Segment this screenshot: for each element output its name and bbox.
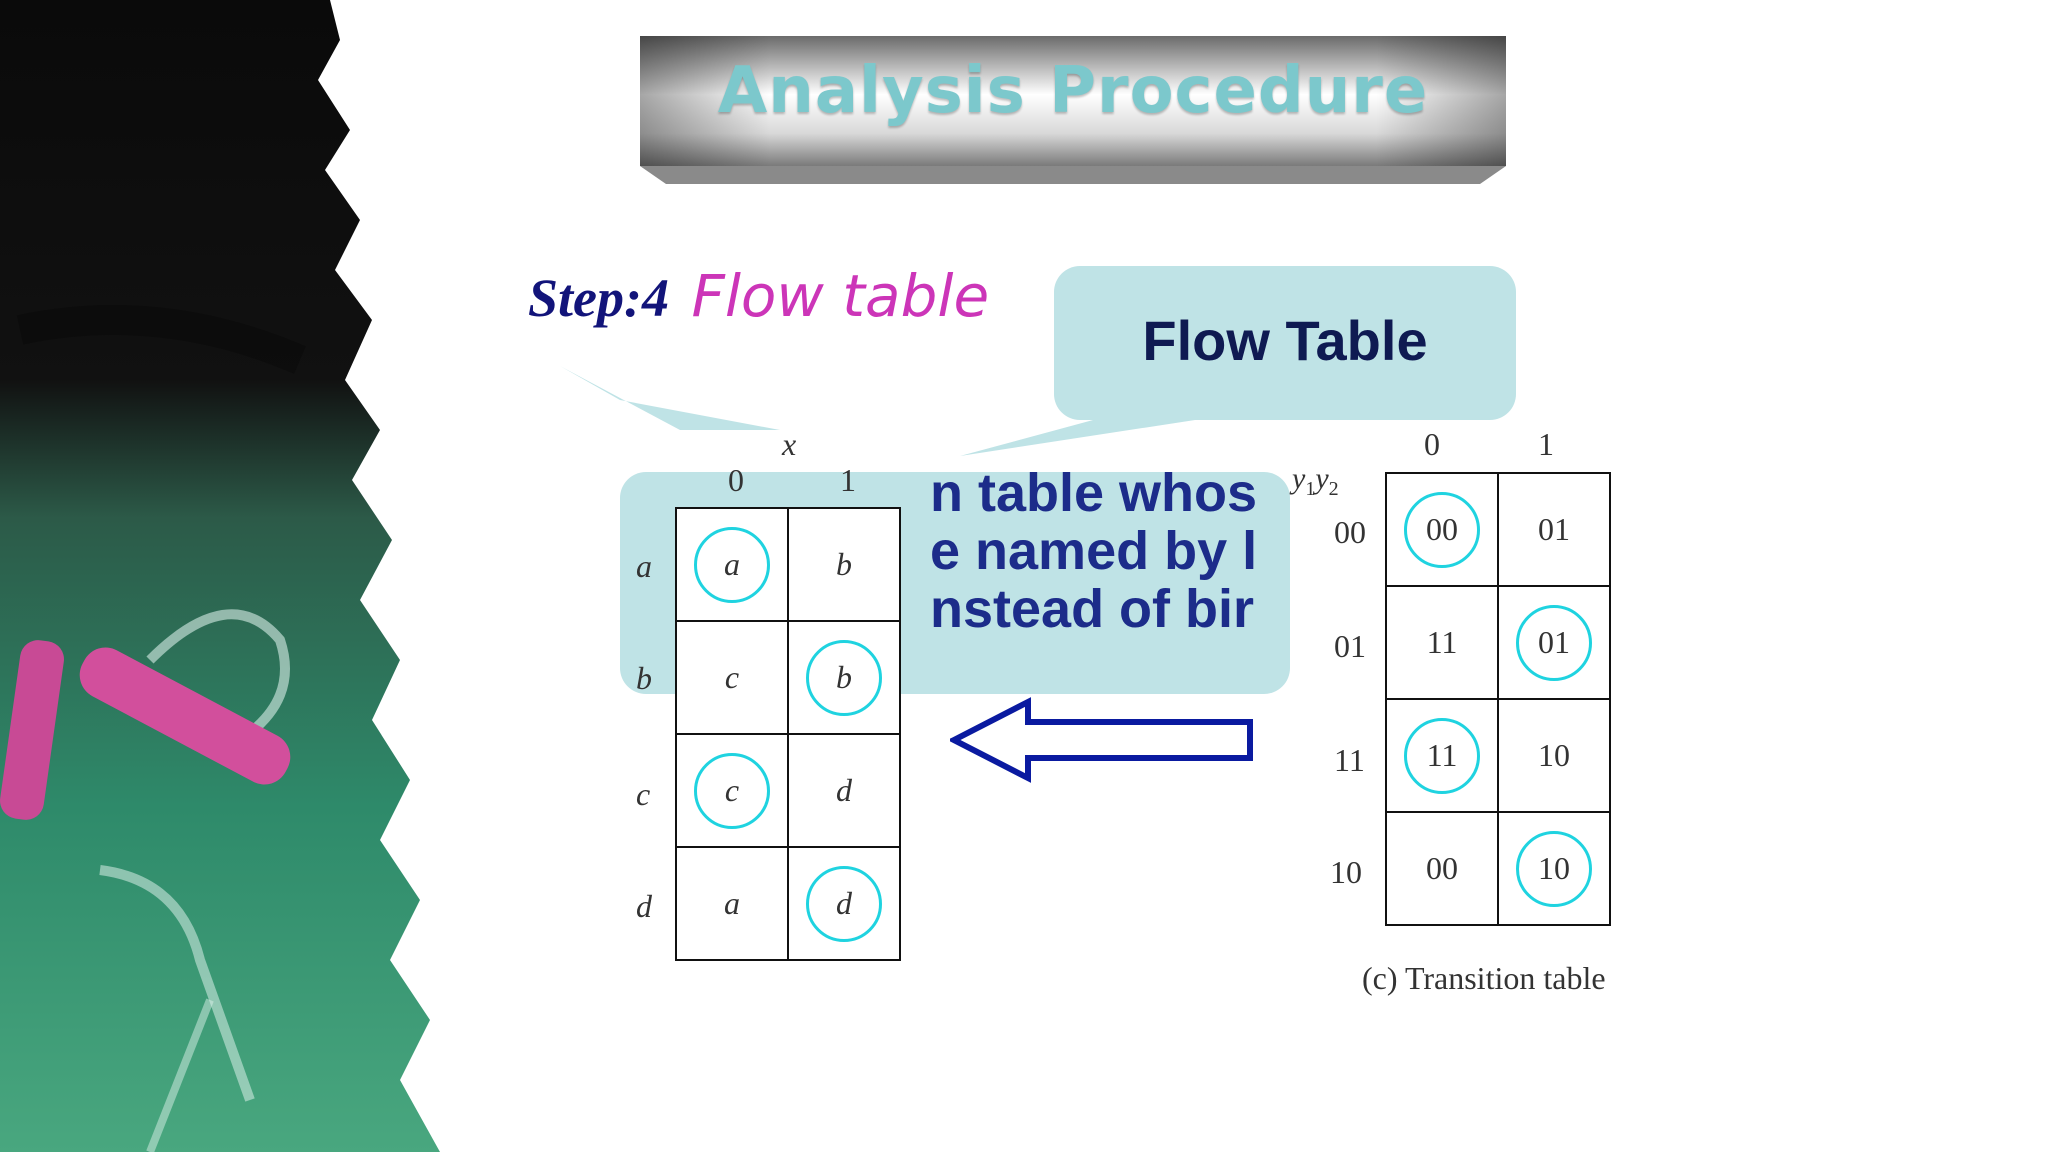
stable-state-ring [1404,492,1480,568]
transition-table-state-label: y1y2 [1292,462,1339,500]
transition-table-column-header: 1 [1538,426,1554,462]
transition-table-row-label: 11 [1334,742,1365,778]
callout-back-line: n table whos [930,464,1258,523]
step-label: Step:4 [528,268,669,328]
chalkboard-decoration [0,0,470,1152]
transition-table-row-label: 01 [1334,628,1366,664]
slide-title: Analysis Procedure [717,54,1429,128]
flow-table-row-label: a [636,548,652,584]
callout-back-line: nstead of bir [930,579,1255,638]
transition-table-column-header: 0 [1424,426,1440,462]
flow-table-column-header: 0 [728,462,744,498]
callout-back-text: n table whos e named by l nstead of bir [930,464,1290,638]
stable-state-ring [694,753,770,829]
callout-front-title: Flow Table [1142,309,1428,372]
transition-table-caption: (c) Transition table [1362,960,1606,996]
chalk-icon [0,640,291,820]
stable-state-ring [694,527,770,603]
flow-table-input-label: x [782,426,797,462]
title-banner: Analysis Procedure [640,36,1506,184]
transition-table-cell: 00 [1385,811,1499,926]
transition-table-row-label: 00 [1334,514,1366,550]
flow-table-column-header: 1 [840,462,856,498]
flow-table-cell: a [675,846,789,961]
flow-table-row-label: b [636,660,652,696]
stable-state-ring [806,866,882,942]
flow-table-cell: c [675,620,789,735]
transition-table-cell: 10 [1497,698,1611,813]
flow-table-row-label: c [636,776,651,812]
flow-table-cell: d [787,733,901,848]
transition-table-row-label: 10 [1330,854,1362,890]
step-text: Flow table [691,262,990,330]
transition-table-cell: 01 [1497,472,1611,587]
stable-state-ring [1404,718,1480,794]
transition-table-cell: 11 [1385,585,1499,700]
callout-front: Flow Table [1054,266,1516,420]
title-banner-background [640,36,1506,184]
flow-table-row-label: d [636,888,652,924]
stable-state-ring [1516,831,1592,907]
stable-state-ring [1516,605,1592,681]
stable-state-ring [806,640,882,716]
flow-table-cell: b [787,507,901,622]
left-arrow-icon [950,697,1253,783]
step-heading: Step:4 Flow table [528,262,989,330]
chalkboard-image [0,0,440,1152]
callout-back-line: e named by l [930,521,1258,581]
